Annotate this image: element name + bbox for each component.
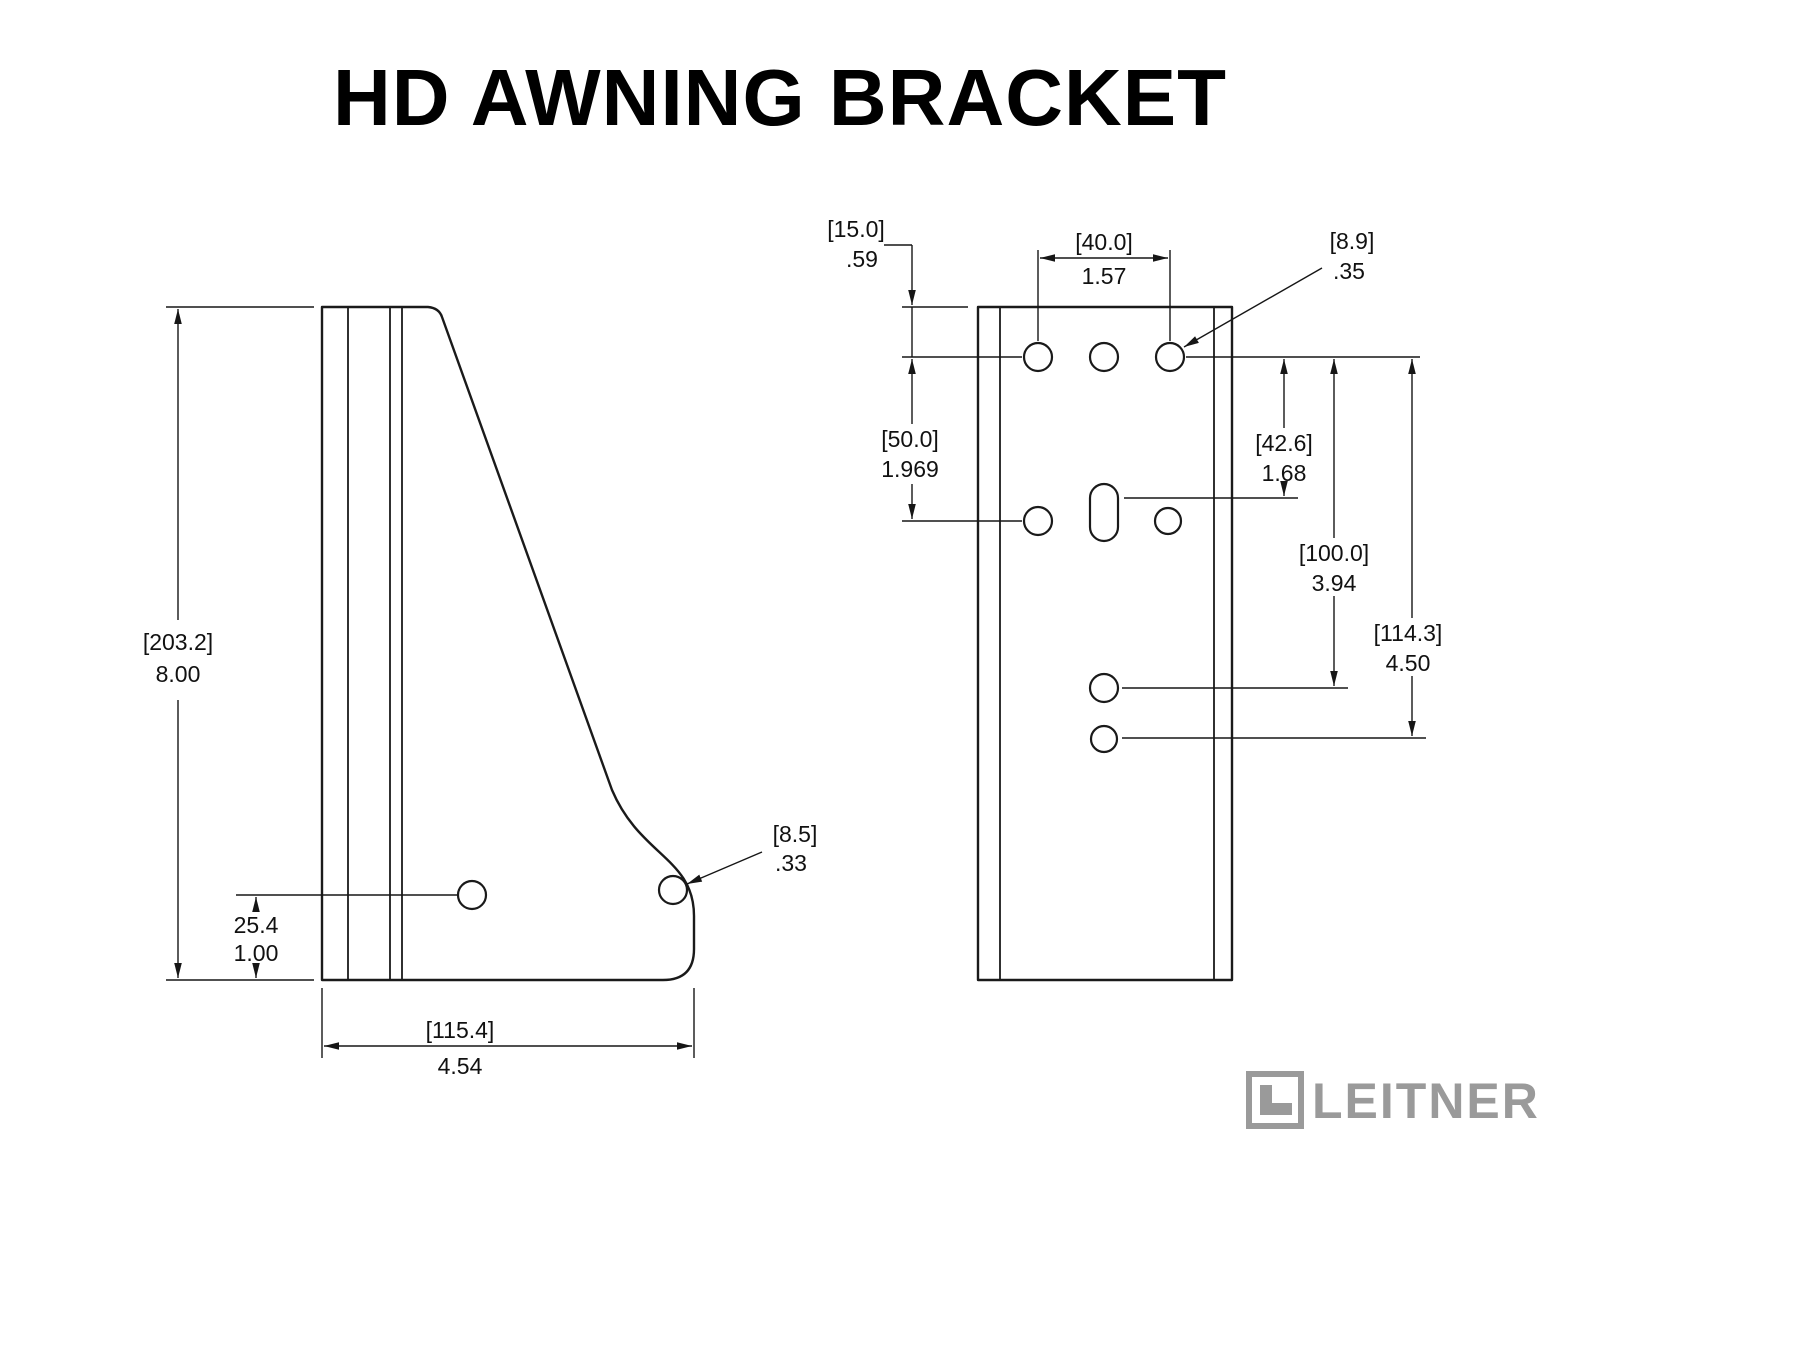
dim-label-metric: [8.9] xyxy=(1330,228,1375,254)
dim-label-inch: 4.54 xyxy=(438,1053,483,1079)
front-hole-row2-right xyxy=(1153,506,1183,536)
dim-side-hole-diameter: [8.5] .33 xyxy=(686,821,818,885)
dim-front-hole-diameter: [8.9] .35 xyxy=(1183,228,1375,348)
dim-label-inch: 8.00 xyxy=(156,661,201,687)
front-hole-row1-left xyxy=(1022,341,1054,373)
dim-label-metric: [40.0] xyxy=(1075,229,1133,255)
dim-side-height: [203.2] 8.00 xyxy=(143,306,314,981)
front-view: [15.0] .59 [50.0] 1.969 [40.0] 1.57 [8. xyxy=(827,216,1443,982)
front-hole-lower-1 xyxy=(1088,672,1120,704)
dim-label-metric: [42.6] xyxy=(1255,430,1313,456)
dim-front-fourth-hole-offset: [114.3] 4.50 xyxy=(1122,359,1443,739)
dim-label-metric: [100.0] xyxy=(1299,540,1369,566)
dim-label-inch: .59 xyxy=(846,246,878,272)
dim-label-inch: 4.50 xyxy=(1386,650,1431,676)
leader-line xyxy=(1183,267,1323,348)
dim-label-metric: [8.5] xyxy=(773,821,818,847)
dim-label-inch: .33 xyxy=(775,850,807,876)
front-hole-row2-left xyxy=(1022,505,1054,537)
page-title: HD AWNING BRACKET xyxy=(333,53,1227,142)
front-hole-lower-2 xyxy=(1089,724,1119,754)
dim-side-hole-offset: 25.4 1.00 xyxy=(234,894,458,978)
dim-label-metric: [203.2] xyxy=(143,629,213,655)
dim-label-metric: 25.4 xyxy=(234,912,279,938)
dim-label-metric: [115.4] xyxy=(426,1017,495,1043)
dim-label-inch: 1.68 xyxy=(1262,460,1307,486)
dim-front-third-hole-offset: [100.0] 3.94 xyxy=(1122,359,1369,689)
front-hole-row1-center xyxy=(1088,341,1120,373)
logo-square-icon xyxy=(1246,1071,1304,1129)
front-hole-row1-right xyxy=(1154,341,1186,373)
logo-l-icon xyxy=(1260,1085,1292,1115)
brand-logo: LEITNER xyxy=(1246,1071,1540,1129)
dim-label-inch: .35 xyxy=(1333,258,1365,284)
dim-front-slot-offset: [42.6] 1.68 xyxy=(1124,356,1420,499)
dim-side-width: [115.4] 4.54 xyxy=(321,988,695,1079)
dim-label-inch: 1.00 xyxy=(234,940,279,966)
dim-label-metric: [114.3] xyxy=(1374,620,1443,646)
dim-label-inch: 3.94 xyxy=(1312,570,1357,596)
dim-label-metric: [15.0] xyxy=(827,216,885,242)
dim-label-inch: 1.57 xyxy=(1082,263,1127,289)
logo-wordmark: LEITNER xyxy=(1312,1073,1540,1129)
side-hole-right xyxy=(657,874,689,906)
front-slot xyxy=(1088,482,1120,543)
side-view: [203.2] 8.00 25.4 1.00 [115.4] 4.54 [8.5… xyxy=(143,305,818,1079)
dim-front-hole-spacing: [40.0] 1.57 xyxy=(1037,229,1171,341)
front-outline xyxy=(976,305,1234,982)
dim-label-metric: [50.0] xyxy=(881,426,939,452)
dim-front-row-spacing: [50.0] 1.969 xyxy=(881,359,1022,522)
dim-front-top-offset: [15.0] .59 xyxy=(827,216,1022,358)
side-profile-outline xyxy=(320,305,696,982)
leader-line xyxy=(686,851,763,885)
side-hole-left xyxy=(456,879,488,911)
dim-label-inch: 1.969 xyxy=(881,456,939,482)
